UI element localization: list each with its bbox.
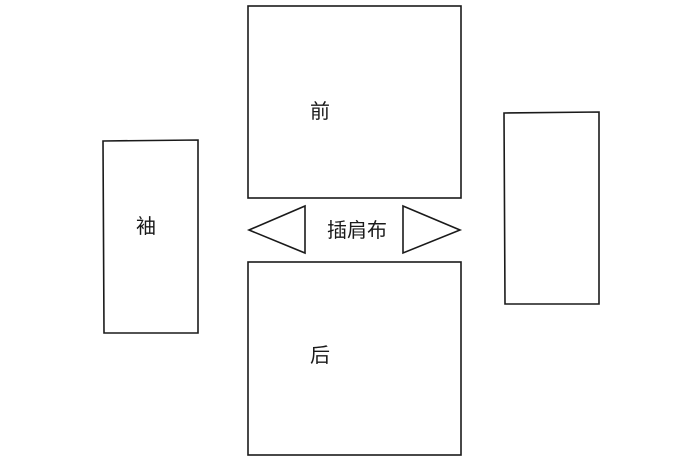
left-sleeve-label: 袖 — [136, 214, 156, 238]
gusset-triangle-right — [402, 204, 463, 255]
right-sleeve-panel — [503, 111, 600, 305]
gusset-triangle-left — [246, 204, 306, 255]
back-panel-label: 后 — [310, 343, 330, 367]
gusset-label: 插肩布 — [327, 218, 387, 242]
left-sleeve-panel — [102, 139, 199, 334]
front-panel-label: 前 — [310, 99, 330, 123]
front-panel — [247, 5, 462, 199]
back-panel — [247, 261, 462, 456]
